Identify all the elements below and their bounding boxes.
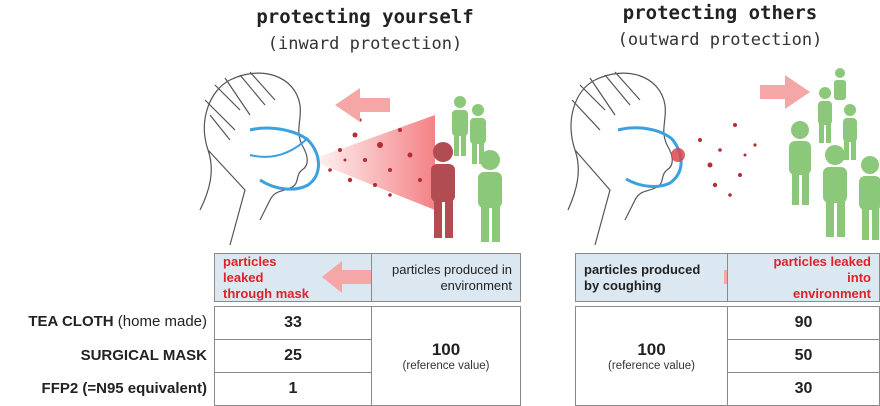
right-reference-value: 100: [637, 340, 666, 359]
bystander-people-icon: [452, 96, 502, 242]
right-value-tea-cloth: 90: [727, 306, 880, 340]
head-sketch-icon: [567, 71, 673, 245]
left-reference-value: 100: [431, 340, 461, 359]
infectious-person-icon: [431, 142, 455, 238]
right-reference-cell: 100 (reference value): [575, 306, 728, 406]
inward-protection-illustration: [199, 71, 502, 246]
left-value-tea-cloth: 33: [214, 306, 372, 340]
left-subtitle: (inward protection): [267, 34, 463, 54]
right-title: protecting others: [622, 2, 818, 24]
right-subtitle: (outward protection): [617, 30, 823, 50]
left-header-produced: particles produced in environment: [371, 253, 521, 302]
right-reference-label: (reference value): [608, 360, 695, 372]
right-header-leaked: particles leaked into environment: [727, 253, 880, 302]
row-label-ffp2: FFP2 (=N95 equivalent): [41, 380, 207, 397]
left-reference-label: (reference value): [402, 360, 490, 372]
outward-protection-illustration: [567, 68, 880, 245]
right-value-ffp2: 30: [727, 372, 880, 406]
left-title: protecting yourself: [256, 6, 474, 28]
bystander-people-icon: [789, 68, 880, 240]
row-label-surgical-mask: SURGICAL MASK: [80, 347, 207, 364]
left-header-arrow-icon: [322, 261, 376, 293]
row-label-tea-cloth: TEA CLOTH (home made): [28, 313, 207, 330]
right-value-surgical-mask: 50: [727, 339, 880, 373]
outward-arrow-icon: [760, 75, 810, 109]
right-header-leaked-label: particles leaked into environment: [773, 253, 871, 301]
mask-icon: [617, 126, 683, 188]
left-header-leaked-label: particles leaked through mask: [223, 253, 309, 301]
left-reference-cell: 100 (reference value): [371, 306, 521, 406]
inward-arrow-icon: [335, 88, 390, 122]
head-sketch-icon: [199, 71, 308, 246]
left-header-produced-label: particles produced in environment: [392, 261, 512, 293]
mask-icon: [249, 126, 320, 191]
particles-icon: [328, 118, 422, 197]
left-value-surgical-mask: 25: [214, 339, 372, 373]
right-header-produced: particles produced by coughing: [575, 253, 728, 302]
particle-cone: [310, 115, 435, 210]
particles-icon: [698, 123, 757, 197]
left-value-ffp2: 1: [214, 372, 372, 406]
right-header-produced-label: particles produced by coughing: [584, 261, 701, 293]
